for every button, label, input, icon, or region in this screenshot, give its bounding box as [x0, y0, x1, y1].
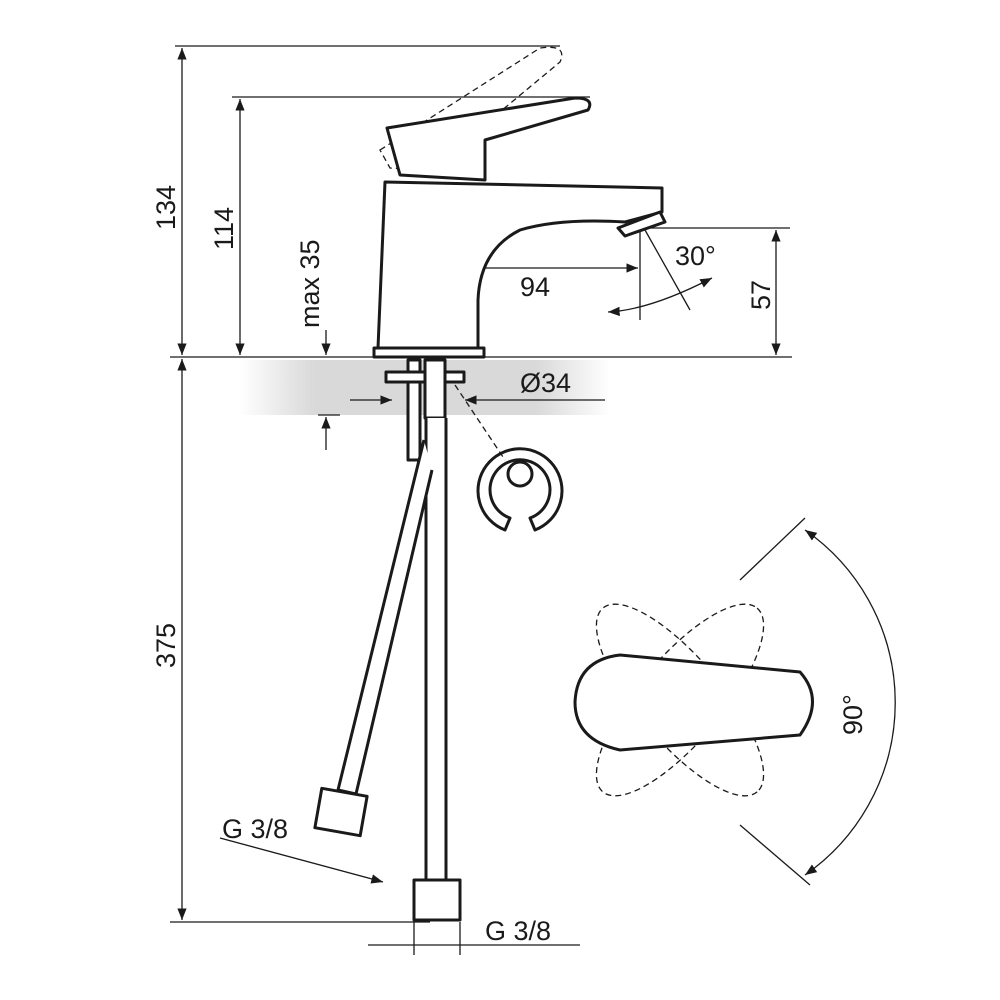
label-g38-bottom: G 3/8 [485, 916, 551, 946]
spout-angle-line [644, 229, 691, 311]
dim-arc-30 [607, 277, 713, 317]
extension-90-bottom [739, 824, 811, 886]
hose-connector [423, 358, 447, 420]
label-d34: Ø34 [520, 368, 571, 398]
faucet-lever [385, 96, 592, 182]
dim-line-g38-left [219, 837, 384, 884]
hose-fitting-bottom [412, 878, 462, 922]
label-30deg: 30° [675, 241, 716, 271]
label-max35: max 35 [295, 239, 325, 328]
label-114: 114 [209, 207, 239, 250]
label-134: 134 [151, 185, 181, 230]
c-ring-hole [506, 460, 534, 488]
label-g38-left: G 3/8 [222, 814, 288, 844]
extension-90-top [739, 517, 806, 581]
faucet-body [376, 180, 664, 350]
label-57: 57 [746, 280, 776, 310]
label-90deg: 90° [838, 694, 868, 735]
c-ring-clip [476, 447, 564, 532]
faucet-base-plate [372, 346, 486, 359]
faucet-aerator [616, 210, 667, 238]
label-375: 375 [151, 623, 181, 668]
dim-arc-90 [804, 529, 896, 876]
label-94: 94 [520, 272, 550, 302]
handle-top-shape [573, 653, 814, 752]
hose-fitting-left [313, 786, 369, 838]
handle-top-view [573, 517, 896, 886]
c-ring-leader [454, 384, 506, 461]
hose-diagonal [336, 439, 434, 796]
mounting-stud [406, 358, 422, 462]
